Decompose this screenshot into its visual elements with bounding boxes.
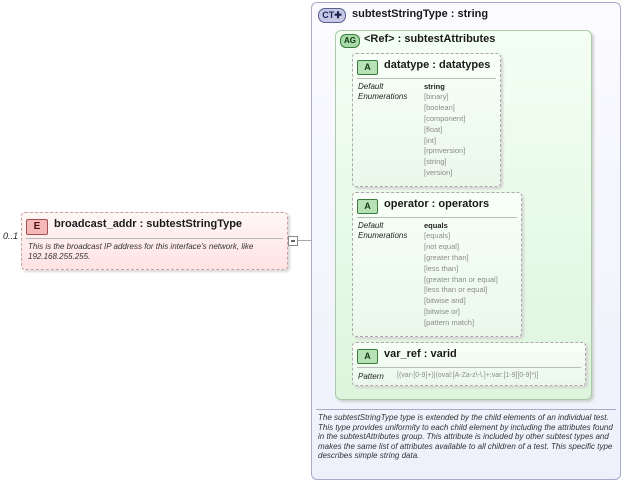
divider [357, 217, 517, 218]
divider [357, 367, 581, 368]
expand-collapse-icon[interactable] [288, 236, 298, 246]
pattern-label: Pattern [358, 372, 384, 381]
attribute-group-badge-icon: AG [340, 34, 360, 48]
element-documentation: This is the broadcast IP address for thi… [28, 242, 254, 261]
element-box[interactable]: 0..1 E broadcast_addr : subtestStringTyp… [3, 212, 288, 270]
enumeration-value: [less than] [424, 263, 459, 273]
enumeration-value: [component] [424, 113, 466, 123]
enumeration-value: [greater than] [424, 252, 469, 262]
enumeration-value: [rpmversion] [424, 146, 466, 156]
divider [26, 238, 283, 239]
cardinality-label: 0..1 [3, 231, 19, 241]
element-title: broadcast_addr : subtestStringType [54, 218, 243, 230]
default-value: equals [424, 221, 448, 230]
divider [357, 78, 496, 79]
enumeration-list: [binary] [boolean] [component] [float] [… [424, 92, 465, 179]
enumeration-value: [string] [424, 157, 447, 167]
enumeration-value: [less than or equal] [424, 285, 488, 295]
enumeration-value: [version] [424, 168, 453, 178]
attribute-badge-icon: A [357, 349, 378, 364]
connector-line [296, 240, 317, 241]
attribute-title: datatype : datatypes [384, 59, 491, 71]
enumeration-value: [not equal] [424, 241, 460, 251]
attribute-operator[interactable]: A operator : operators Default Enumerati… [352, 192, 522, 337]
attribute-title: var_ref : varid [384, 348, 457, 360]
enumeration-value: [greater than or equal] [424, 274, 498, 284]
complex-type-documentation: The subtestStringType type is extended b… [318, 413, 613, 460]
enumeration-value: [float] [424, 124, 443, 134]
enumeration-list: [equals] [not equal] [greater than] [les… [424, 231, 498, 329]
enumerations-label: Enumerations [358, 231, 408, 240]
divider [316, 409, 616, 410]
default-label: Default [358, 221, 384, 230]
enumeration-value: [boolean] [424, 102, 455, 112]
default-label: Default [358, 82, 384, 91]
default-value: string [424, 82, 445, 91]
enumerations-label: Enumerations [358, 92, 408, 101]
enumeration-value: [bitwise and] [424, 296, 466, 306]
complex-type-badge-label: CT [322, 10, 335, 20]
enumeration-value: [equals] [424, 231, 451, 240]
enumeration-value: [bitwise or] [424, 307, 460, 317]
enumeration-value: [pattern match] [424, 318, 475, 328]
attribute-badge-icon: A [357, 60, 378, 75]
complex-type-title: subtestStringType : string [352, 8, 489, 20]
enumeration-value: [int] [424, 135, 437, 145]
pattern-value: [(var-[0-9]+)|(oval:[A-Za-z\-\.]+:var:[1… [397, 372, 539, 379]
enumeration-value: [binary] [424, 92, 449, 101]
element-badge-icon: E [26, 219, 48, 235]
attribute-title: operator : operators [384, 198, 490, 210]
attribute-var-ref[interactable]: A var_ref : varid Pattern [(var-[0-9]+)|… [352, 342, 586, 386]
complex-type-badge-icon: CT✚ [318, 8, 346, 23]
attribute-badge-icon: A [357, 199, 378, 214]
attribute-group-title: <Ref> : subtestAttributes [364, 33, 496, 45]
attribute-datatype[interactable]: A datatype : datatypes Default Enumerati… [352, 53, 501, 187]
